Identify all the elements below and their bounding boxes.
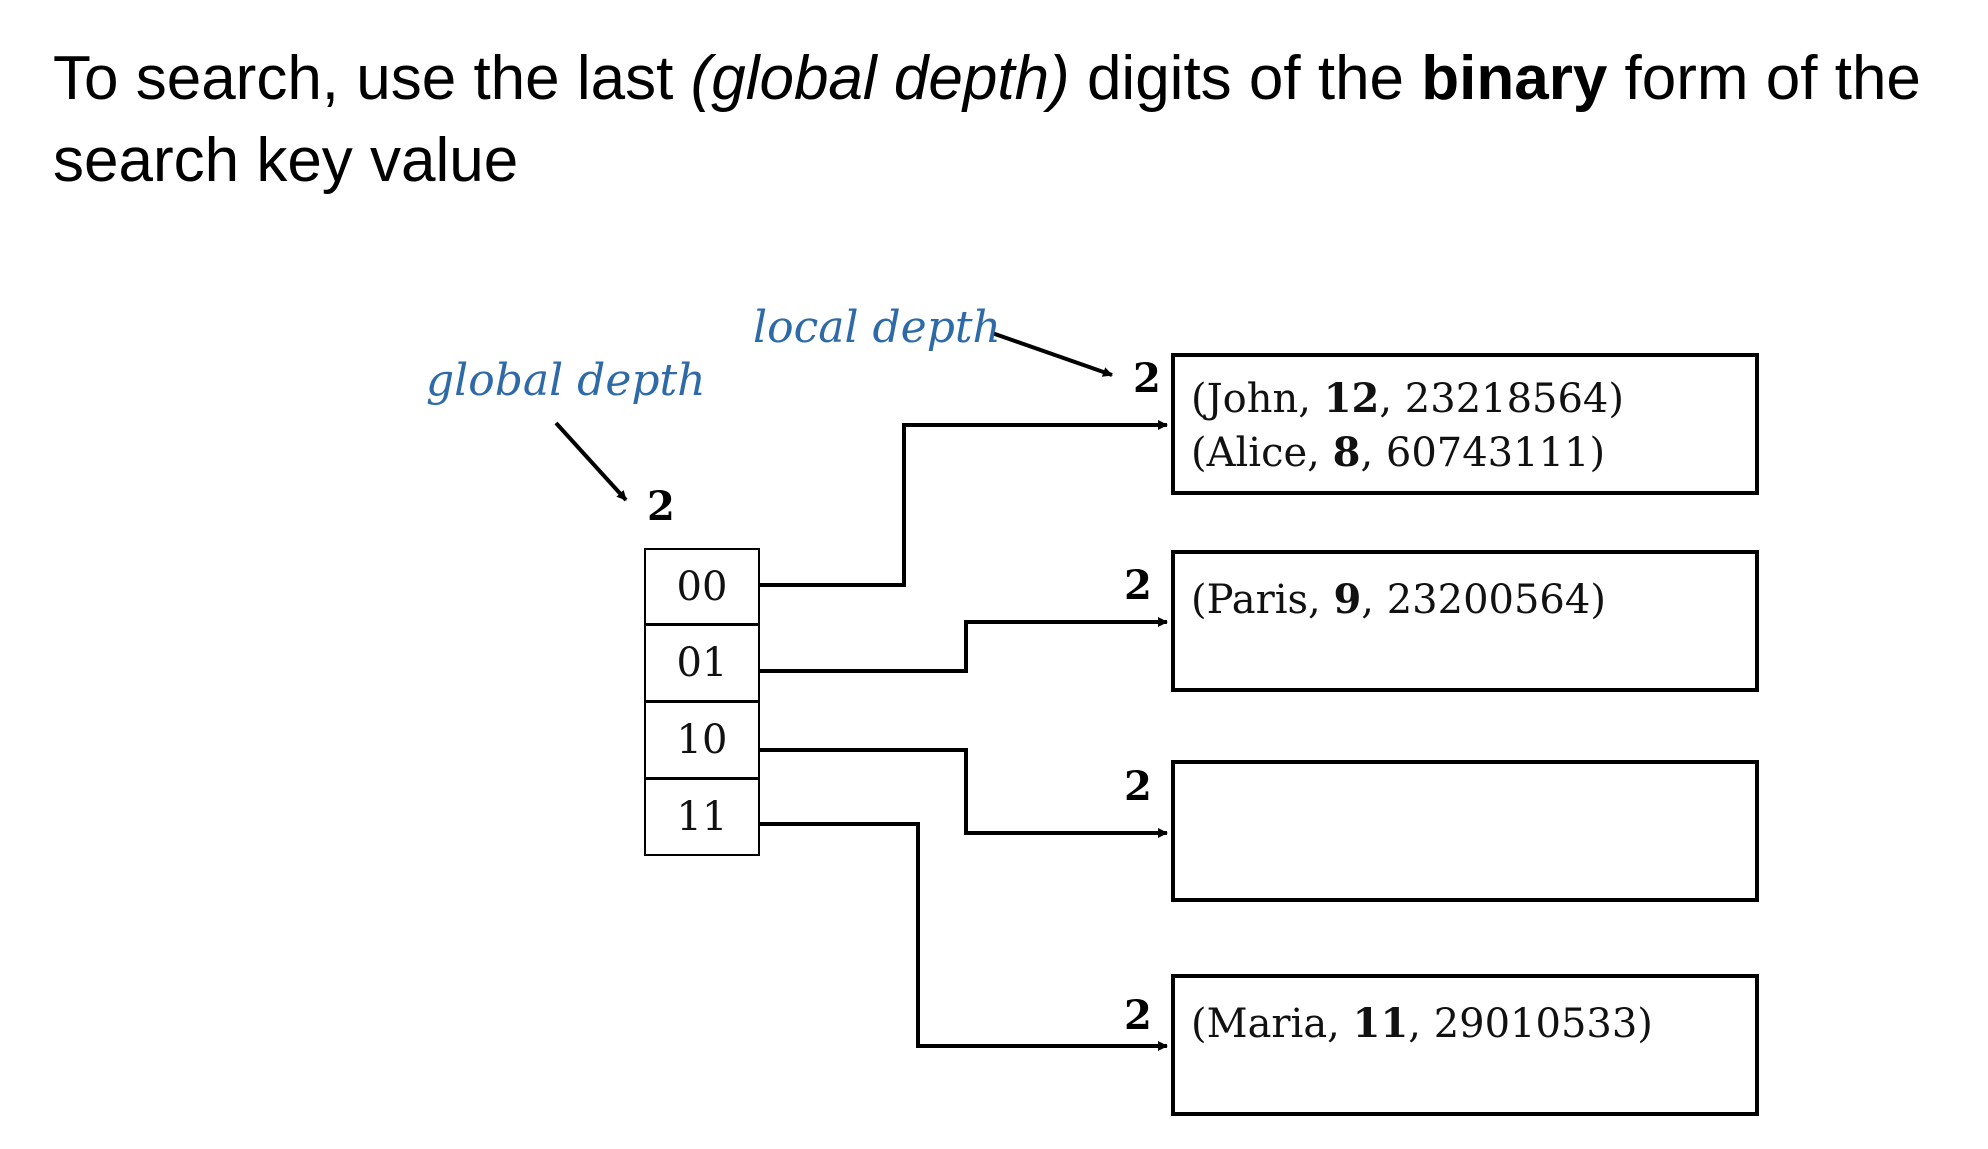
bucket-record: (John, 12, 23218564) — [1175, 372, 1755, 426]
global-depth-arrow — [554, 421, 628, 502]
record-key: 12 — [1323, 375, 1380, 422]
global-depth-value: 2 — [647, 483, 675, 530]
global-depth-label: global depth — [426, 355, 706, 406]
heading-bold-term: binary — [1421, 44, 1608, 113]
local-depth-value: 2 — [1124, 562, 1152, 609]
local-depth-value: 2 — [1124, 992, 1152, 1039]
directory-entry: 01 — [644, 625, 760, 702]
directory: 00 01 10 11 — [644, 548, 760, 856]
pointer-10-to-bucket-3 — [760, 748, 1168, 838]
record-close: , 60743111) — [1360, 430, 1606, 476]
local-depth-label: local depth — [753, 302, 1001, 353]
record-open: (Paris, — [1191, 577, 1334, 623]
directory-entry: 11 — [644, 779, 760, 856]
heading-text-4: search key value — [53, 126, 519, 195]
record-close: , 23218564) — [1379, 376, 1624, 422]
heading-text-1: To search, use the last — [53, 44, 691, 113]
directory-entry: 00 — [644, 548, 760, 625]
local-depth-arrow — [991, 331, 1113, 377]
bucket-3 — [1171, 760, 1759, 902]
pointer-01-to-bucket-2 — [760, 617, 1168, 673]
heading-italic-term: (global depth) — [690, 44, 1070, 113]
bucket-1: (John, 12, 23218564) (Alice, 8, 60743111… — [1171, 353, 1759, 495]
bucket-2: (Paris, 9, 23200564) — [1171, 550, 1759, 692]
heading-text-2: digits of the — [1069, 44, 1422, 113]
record-open: (Alice, — [1191, 430, 1333, 476]
local-depth-value: 2 — [1133, 355, 1161, 402]
record-key: 9 — [1333, 576, 1362, 623]
bucket-record: (Paris, 9, 23200564) — [1175, 573, 1755, 627]
record-close: , 23200564) — [1361, 577, 1606, 623]
pointer-00-to-bucket-1 — [760, 420, 1168, 587]
local-depth-value: 2 — [1124, 763, 1152, 810]
record-close: , 29010533) — [1408, 1001, 1653, 1047]
directory-entry: 10 — [644, 702, 760, 779]
pointer-11-to-bucket-4 — [760, 822, 1168, 1051]
record-key: 8 — [1332, 429, 1361, 476]
bucket-4: (Maria, 11, 29010533) — [1171, 974, 1759, 1116]
record-key: 11 — [1352, 1000, 1409, 1047]
bucket-record: (Alice, 8, 60743111) — [1175, 426, 1755, 480]
heading-text-3: form of the — [1607, 44, 1921, 113]
record-open: (Maria, — [1191, 1001, 1353, 1047]
page-heading: To search, use the last (global depth) d… — [53, 38, 1953, 202]
record-open: (John, — [1191, 376, 1324, 422]
bucket-record: (Maria, 11, 29010533) — [1175, 997, 1755, 1051]
